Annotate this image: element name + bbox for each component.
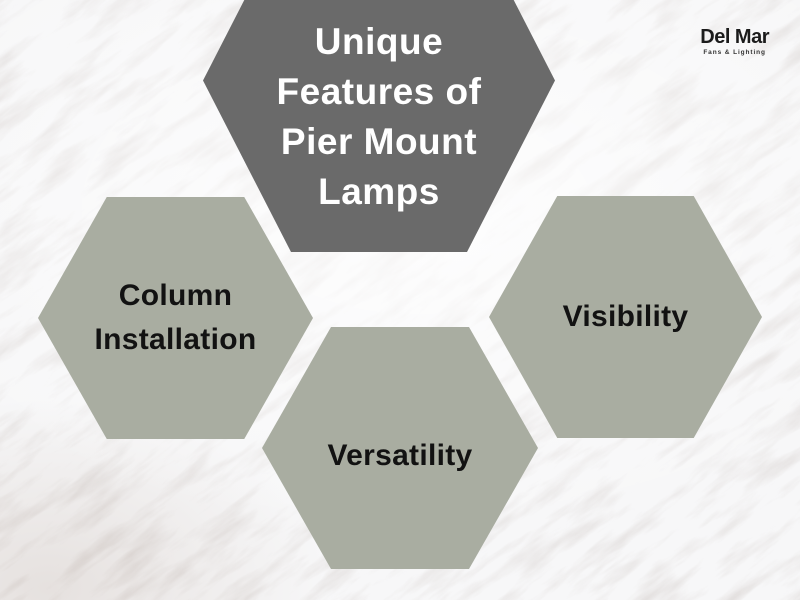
feature-label: Column Installation	[95, 274, 257, 362]
delmar-logo: Del Mar Fans & Lighting	[700, 27, 769, 56]
title-line: Features of	[276, 70, 482, 112]
feature-label: Visibility	[563, 295, 689, 339]
feature-label: Versatility	[327, 434, 472, 478]
feature-hexagon-column-installation: Column Installation	[38, 197, 313, 439]
logo-wordmark: Del Mar	[700, 26, 769, 48]
title-line: Lamps	[318, 170, 440, 212]
feature-line: Column	[118, 279, 233, 312]
logo-tagline: Fans & Lighting	[703, 49, 766, 56]
title-line: Unique	[314, 20, 444, 62]
title-text: Unique Features of Pier Mount Lamps	[277, 17, 482, 217]
feature-line: Versatility	[327, 439, 473, 472]
title-line: Pier Mount	[280, 120, 478, 162]
feature-line: Visibility	[562, 300, 689, 333]
feature-line: Installation	[94, 323, 257, 356]
